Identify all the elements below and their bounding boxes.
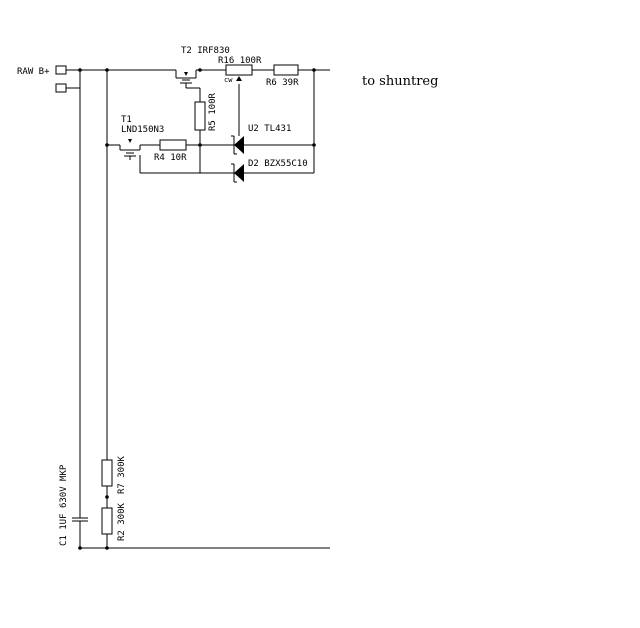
svg-text:U2 TL431: U2 TL431 [248,124,291,134]
r5-ref: R5 [208,120,218,131]
c1-capacitor: C1 1UF 630V MKP [59,464,88,546]
t1-part: LND150N3 [121,125,164,135]
r7-ref: R7 [117,483,127,494]
d2-zener-diode: D2 BZX55C10 [231,159,308,183]
raw-bplus-terminal: RAW B+ [17,65,67,77]
u2-ref: U2 [248,124,259,134]
svg-text:R4 10R: R4 10R [154,153,187,163]
t1-mosfet-symbol: T1 LND150N3 [119,115,164,160]
r4-ref: R4 [154,153,165,163]
r6-resistor: R6 39R [266,64,299,88]
r2-value: 300K [117,502,127,524]
r2-resistor: R2 300K [101,502,127,541]
t2-mosfet-symbol: T2 IRF830 [175,46,230,89]
svg-text:R16 100R: R16 100R [218,56,262,66]
wiring [66,69,330,549]
c1-value: 1UF 630V MKP [59,464,69,530]
svg-text:R6 39R: R6 39R [266,78,299,88]
t2-ref: T2 [181,46,192,56]
r6-value: 39R [282,78,299,88]
t1-ref: T1 [121,115,132,125]
t2-part: IRF830 [197,46,230,56]
junctions [78,68,316,550]
r6-ref: R6 [266,78,277,88]
r5-value: 100R [208,92,218,114]
r7-value: 300K [117,455,127,477]
r7-resistor: R7 300K [101,455,127,494]
d2-part: BZX55C10 [264,159,307,169]
r4-value: 10R [170,153,187,163]
raw-bplus-label: RAW B+ [17,67,50,77]
r16-wiper-label: cw [224,76,233,84]
svg-text:R7 300K: R7 300K [117,455,127,494]
r2-ref: R2 [117,530,127,541]
u2-part: TL431 [264,124,291,134]
svg-text:R2 300K: R2 300K [117,502,127,541]
svg-text:D2 BZX55C10: D2 BZX55C10 [248,159,308,169]
svg-text:R5 100R: R5 100R [208,92,218,131]
r4-resistor: R4 10R [154,139,187,163]
r16-potentiometer: R16 100R cw [218,56,262,84]
u2-shunt-regulator: U2 TL431 [231,124,291,155]
d2-ref: D2 [248,159,259,169]
r5-resistor: R5 100R [194,92,218,131]
output-note: to shuntreg [362,74,438,89]
return-terminal [55,83,67,93]
r16-ref: R16 [218,56,234,66]
svg-text:C1 1UF 630V MKP: C1 1UF 630V MKP [59,464,69,546]
c1-ref: C1 [59,535,69,546]
svg-text:T2 IRF830: T2 IRF830 [181,46,230,56]
r16-value: 100R [240,56,262,66]
